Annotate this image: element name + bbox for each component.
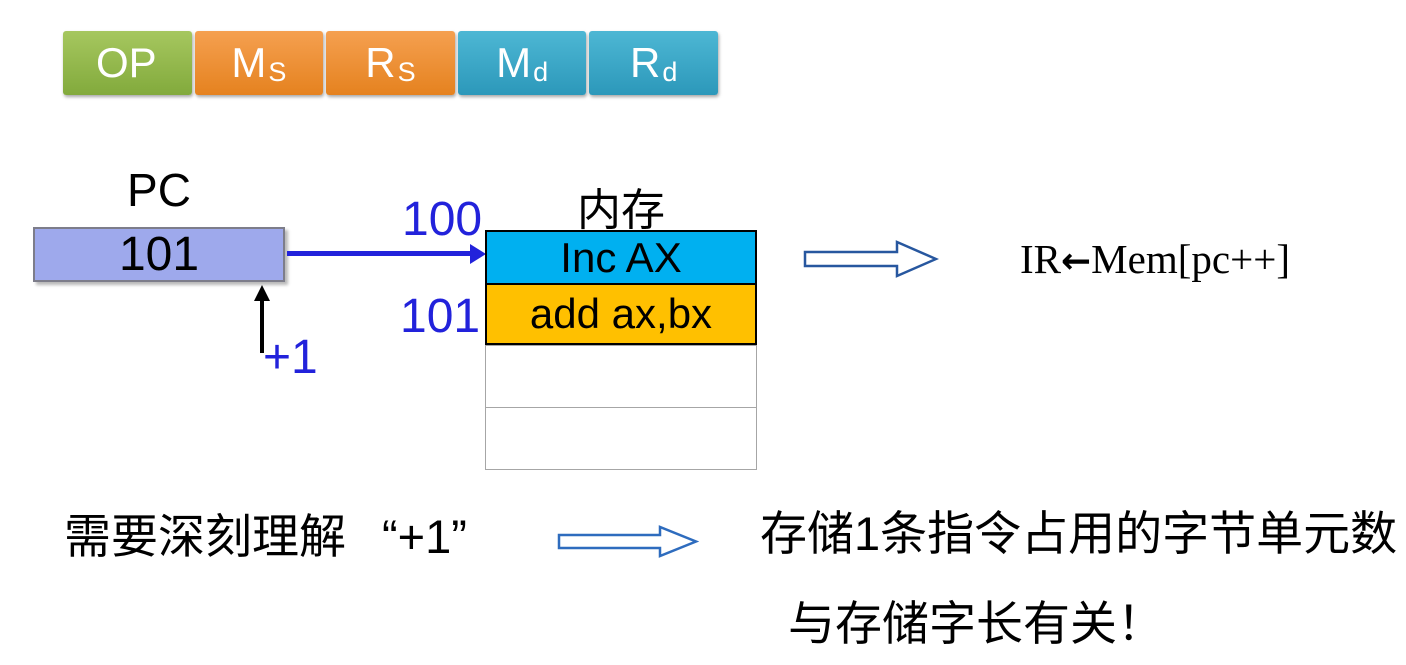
field-rd-sub: d: [662, 56, 678, 87]
field-ms-sub: S: [268, 56, 287, 87]
fetch-expression-register: IR: [1020, 236, 1061, 282]
hollow-right-arrow-icon: [803, 240, 939, 278]
increment-arrow-icon: [260, 299, 264, 353]
memory-row-empty: [485, 345, 757, 408]
memory-table: Inc AX add ax,bx: [485, 230, 757, 470]
increment-label: +1: [263, 331, 318, 384]
note-emphasis-left: 需要深刻理解: [64, 510, 346, 563]
field-op-label: OP: [95, 39, 157, 86]
field-md-label: M: [496, 39, 532, 86]
memory-row-add-ax-bx: add ax,bx: [485, 283, 757, 345]
field-rs-label: R: [365, 39, 396, 86]
field-rd-label: R: [629, 39, 661, 86]
fetch-address-label: 100: [402, 193, 483, 246]
field-md-sub: d: [533, 56, 549, 87]
pc-register-value: 101: [118, 228, 200, 281]
increment-arrowhead-icon: [254, 285, 270, 301]
field-ms-label: M: [231, 39, 267, 86]
fetch-expression-source: Mem[pc++]: [1091, 236, 1290, 282]
note-right-line1: 存储1条指令占用的字节单元数: [760, 507, 1398, 560]
field-op: OP: [63, 31, 192, 95]
next-address-label: 101: [400, 290, 481, 343]
field-rs-sub: S: [397, 56, 416, 87]
hollow-right-arrow-icon: [557, 525, 699, 558]
note-right-line2: 与存储字长有关！: [788, 597, 1164, 650]
memory-cell-text: add ax,bx: [529, 290, 713, 337]
note-emphasis-quote: “+1”: [382, 510, 467, 563]
pc-register-label: PC: [127, 164, 191, 216]
left-arrow-icon: ←: [1061, 241, 1092, 282]
fetch-arrowhead-icon: [470, 244, 486, 264]
memory-title: 内存: [577, 186, 665, 235]
memory-row-empty: [485, 407, 757, 470]
memory-cell-text: Inc AX: [560, 233, 682, 281]
fetch-arrow-icon: [287, 251, 473, 256]
memory-row-inc-ax: Inc AX: [485, 230, 757, 285]
pc-register-box: 101: [33, 227, 285, 282]
fetch-expression: IR←Mem[pc++]: [1020, 236, 1290, 282]
